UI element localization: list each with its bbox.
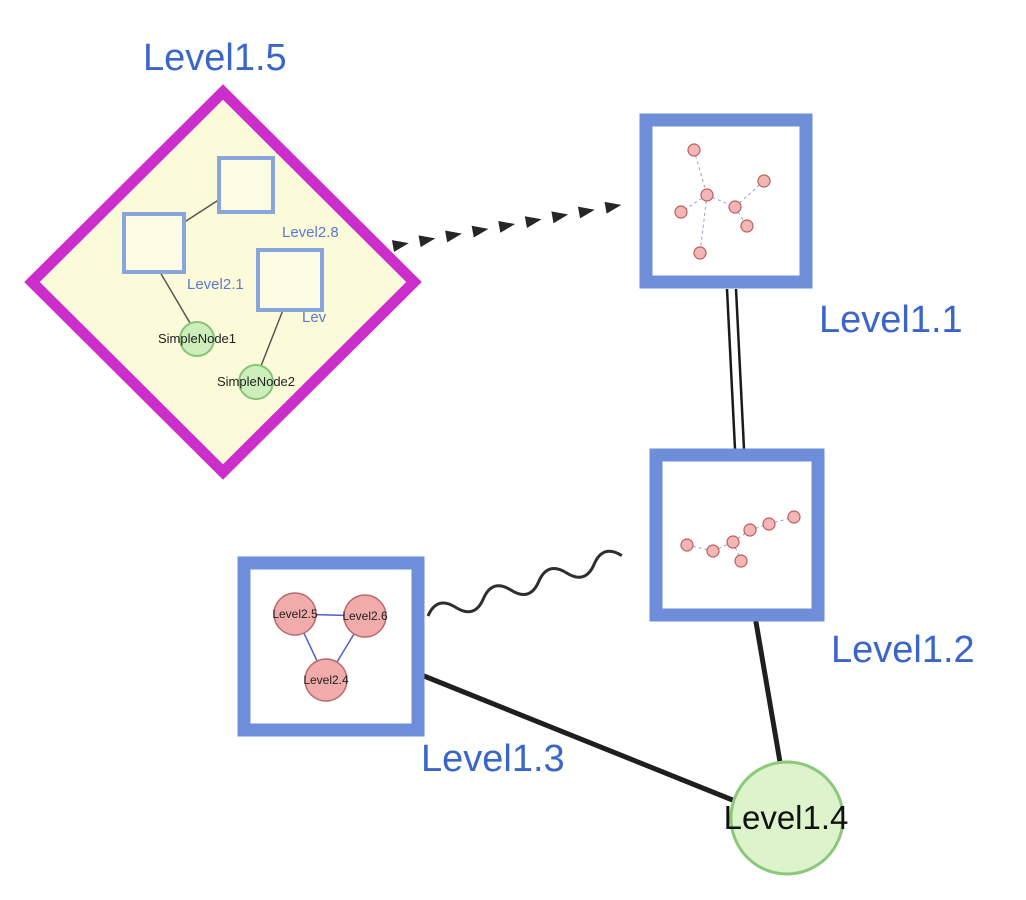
label-level2-1: Level2.1 <box>187 276 244 293</box>
level1-3-square-shape[interactable] <box>237 556 425 737</box>
mini-node[interactable] <box>687 143 701 157</box>
label-level1-4: Level1.4 <box>724 799 849 836</box>
edge-level1-1-to-level1-2-double-line[interactable] <box>725 288 746 450</box>
label-lev-truncated: Lev <box>302 309 327 326</box>
mini-node[interactable] <box>700 188 714 202</box>
edge-level1-3-to-level1-2-wavy[interactable] <box>425 548 624 625</box>
group-node-level1-2[interactable] <box>649 448 825 622</box>
label-level1-1: Level1.1 <box>819 299 963 341</box>
level1-5-diamond-shape[interactable] <box>24 84 422 480</box>
label-level2-8: Level2.8 <box>282 224 339 241</box>
inner-square-lev[interactable] <box>256 248 324 312</box>
level1-3-inner-network: Level2.5 Level2.6 Level2.4 <box>272 592 388 702</box>
label-level1-3: Level1.3 <box>421 738 565 780</box>
group-node-level1-4[interactable]: Level1.4 <box>724 760 849 876</box>
level1-4-circle-shape[interactable] <box>729 760 845 876</box>
arrowhead <box>418 235 436 248</box>
mini-node[interactable] <box>740 219 754 233</box>
arrowhead <box>604 201 622 214</box>
label-level1-5: Level1.5 <box>143 37 287 79</box>
level1-2-square-shape[interactable] <box>649 448 825 622</box>
level1-1-mini-network <box>674 143 771 260</box>
arrowhead <box>471 225 489 238</box>
mini-node[interactable] <box>762 517 776 531</box>
node-level2-4[interactable] <box>304 658 348 702</box>
mini-node[interactable] <box>706 544 720 558</box>
inner-edge-level2-1-to-simplenode1[interactable] <box>159 271 191 324</box>
mini-node[interactable] <box>757 174 771 188</box>
inner-edge-level2-1-to-level2-8[interactable] <box>182 198 221 224</box>
label-level2-6: Level2.6 <box>342 609 388 623</box>
mini-node[interactable] <box>787 510 801 524</box>
arrowhead <box>551 211 569 224</box>
arrowhead <box>524 216 542 228</box>
group-node-level1-1[interactable] <box>639 113 813 289</box>
group-node-level1-5[interactable]: Level2.8 Level2.1 Lev SimpleNode1 Simple… <box>24 84 422 480</box>
node-simplenode1[interactable] <box>179 321 215 357</box>
edge-level1-3-to-level1-4[interactable] <box>421 673 738 804</box>
arrowhead <box>391 240 409 252</box>
mini-node[interactable] <box>680 538 694 552</box>
mini-node[interactable] <box>693 246 707 260</box>
mini-node[interactable] <box>726 535 740 549</box>
label-level2-4: Level2.4 <box>303 673 349 687</box>
arrowhead <box>577 206 595 219</box>
label-simplenode1: SimpleNode1 <box>158 331 236 346</box>
label-level2-5: Level2.5 <box>272 607 318 621</box>
edge-level1-2-to-level1-4[interactable] <box>753 619 783 765</box>
node-simplenode2[interactable] <box>238 364 274 400</box>
node-level2-5[interactable] <box>273 592 317 636</box>
mini-node[interactable] <box>674 205 688 219</box>
level1-2-mini-network <box>680 510 801 568</box>
node-level2-6[interactable] <box>343 594 387 638</box>
inner-square-level2-1[interactable] <box>122 212 186 274</box>
arrowhead <box>498 220 516 233</box>
edge-level1-5-to-level1-1-dashed-arrows[interactable] <box>391 199 622 252</box>
mini-node[interactable] <box>728 200 742 214</box>
inner-edge-lev-to-simplenode2[interactable] <box>260 309 284 367</box>
mini-node[interactable] <box>734 554 748 568</box>
group-node-level1-3[interactable]: Level2.5 Level2.6 Level2.4 <box>237 556 425 737</box>
label-level1-2: Level1.2 <box>831 629 975 671</box>
mini-node[interactable] <box>743 523 757 537</box>
inner-square-level2-8[interactable] <box>217 156 275 214</box>
label-simplenode2: SimpleNode2 <box>217 374 295 389</box>
level1-1-square-shape[interactable] <box>639 113 813 289</box>
arrowhead <box>445 230 462 243</box>
